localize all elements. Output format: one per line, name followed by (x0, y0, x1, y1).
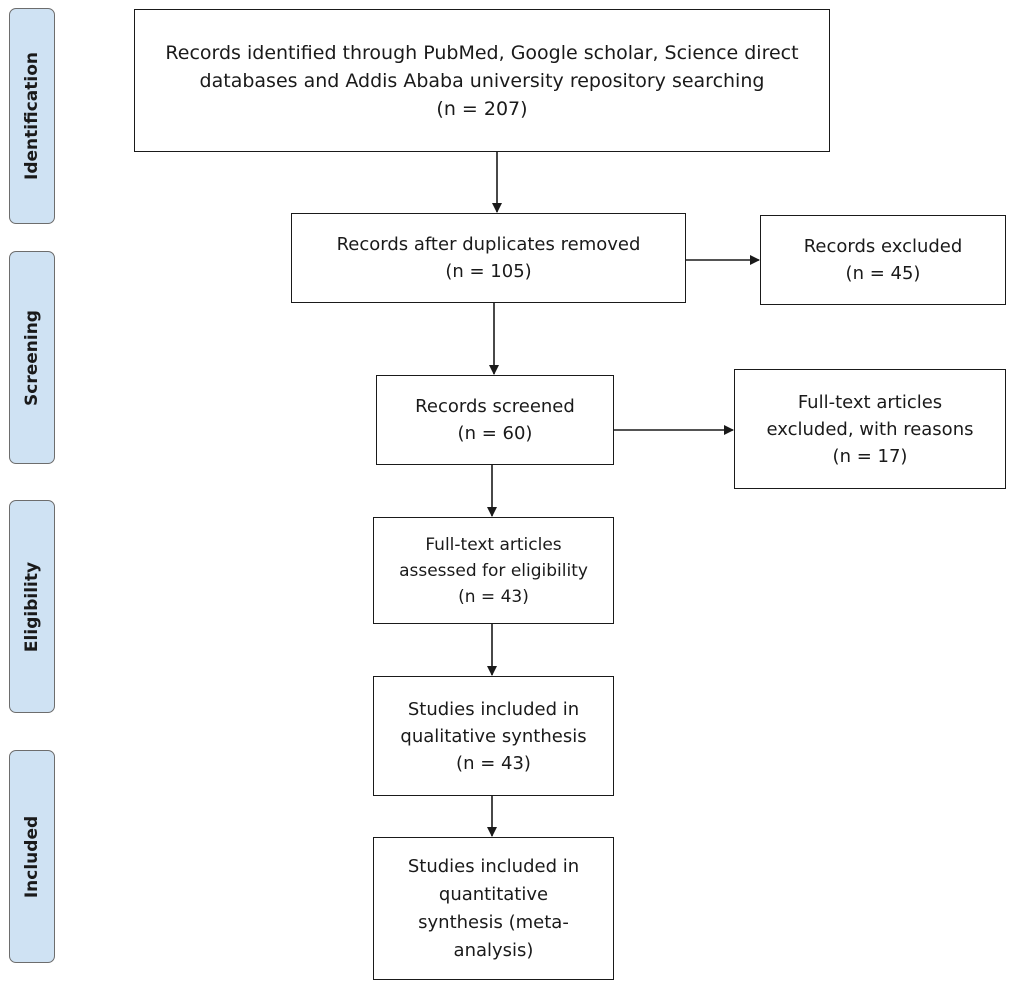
quantitative-line4: analysis) (453, 939, 534, 961)
phase-included: Included (9, 750, 55, 963)
phase-screening: Screening (9, 251, 55, 464)
eligibility-line1: Full-text articles (425, 534, 562, 555)
fulltext-excluded-line2: excluded, with reasons (766, 418, 974, 440)
qualitative-line2: qualitative synthesis (400, 725, 587, 747)
box-eligibility-assessed: Full-text articles assessed for eligibil… (373, 517, 614, 624)
quantitative-line3: synthesis (meta- (418, 911, 569, 933)
eligibility-count: (n = 43) (458, 586, 529, 607)
excluded-count: (n = 45) (845, 263, 921, 284)
duplicates-count: (n = 105) (445, 261, 532, 282)
qualitative-count: (n = 43) (456, 752, 531, 774)
phase-eligibility: Eligibility (9, 500, 55, 713)
identified-count: (n = 207) (436, 97, 528, 120)
phase-identification: Identification (9, 8, 55, 224)
screened-count: (n = 60) (457, 423, 533, 444)
excluded-line1: Records excluded (803, 236, 963, 257)
duplicates-line1: Records after duplicates removed (336, 234, 641, 255)
fulltext-excluded-count: (n = 17) (832, 445, 908, 467)
quantitative-line1: Studies included in (407, 855, 580, 877)
box-records-identified: Records identified through PubMed, Googl… (134, 9, 830, 152)
box-duplicates-removed: Records after duplicates removed (n = 10… (291, 213, 686, 303)
box-fulltext-excluded: Full-text articles excluded, with reason… (734, 369, 1006, 489)
screened-line1: Records screened (415, 396, 575, 417)
quantitative-line2: quantitative (438, 883, 549, 905)
identified-line2: databases and Addis Ababa university rep… (199, 69, 765, 92)
fulltext-excluded-line1: Full-text articles (797, 391, 943, 413)
identified-line1: Records identified through PubMed, Googl… (165, 41, 799, 64)
box-records-excluded: Records excluded (n = 45) (760, 215, 1006, 305)
box-records-screened: Records screened (n = 60) (376, 375, 614, 465)
qualitative-line1: Studies included in (407, 698, 580, 720)
eligibility-line2: assessed for eligibility (399, 560, 588, 581)
box-quantitative-synthesis: Studies included in quantitative synthes… (373, 837, 614, 980)
box-qualitative-synthesis: Studies included in qualitative synthesi… (373, 676, 614, 796)
